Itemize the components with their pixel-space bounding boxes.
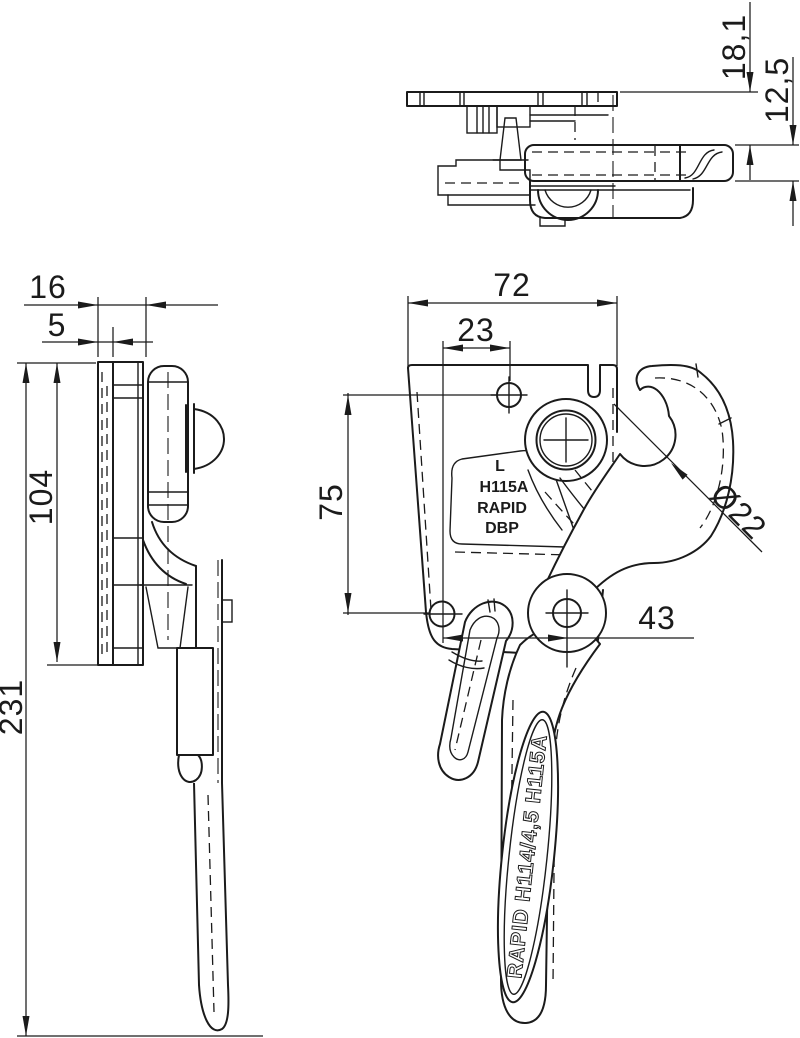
handle-marking-oval [496,710,560,1004]
dim-43: 43 [638,600,676,636]
body-marking-line1: L [495,458,505,475]
front-view: L H115A RAPID DBP RAPID H114/4,5 H1 [407,363,735,1025]
dim-18-1: 18,1 [716,14,752,80]
dim-104: 104 [23,469,59,525]
dim-75: 75 [313,483,349,521]
dim-231: 231 [0,679,29,735]
side-view [97,361,233,1032]
dim-23: 23 [457,312,495,348]
top-view [406,91,734,227]
body-marking-line3: RAPID [477,500,527,517]
dim-16: 16 [29,269,67,305]
dim-12-5: 12,5 [759,57,795,123]
body-marking-line4: DBP [485,520,519,537]
dim-5: 5 [48,307,67,343]
body-marking-line2: H115A [480,479,529,496]
dim-72: 72 [493,267,531,303]
